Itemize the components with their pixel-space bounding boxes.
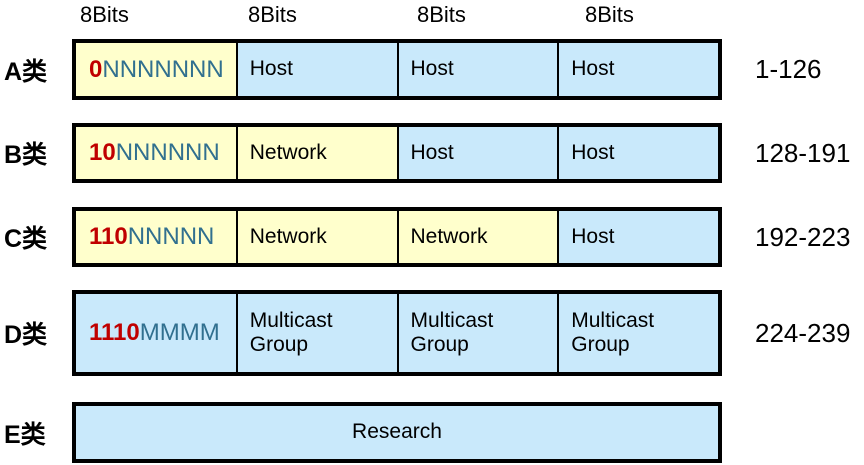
class-b-bit-prefix: 10 xyxy=(89,139,116,167)
class-c-field-cell-3: Host xyxy=(557,211,718,263)
class-b-range-label: 128-191 xyxy=(755,137,851,168)
class-d-field-cell-2: Multicast Group xyxy=(396,294,558,372)
bits-header-label-3: 8Bits xyxy=(417,2,466,27)
class-e-range-label xyxy=(755,402,860,463)
class-c-range-label: 192-223 xyxy=(755,221,851,252)
class-d-label: D类 xyxy=(4,321,48,349)
class-a-label: A类 xyxy=(4,57,48,86)
class-c-field-cell-2: Network xyxy=(396,211,558,263)
class-b-field-cell-1: Network xyxy=(235,127,397,179)
class-e-field-cell-1: Research xyxy=(76,406,718,459)
bits-header-label-2: 8Bits xyxy=(248,2,297,27)
class-b-label: B类 xyxy=(4,141,48,169)
class-d-field-cell-3: Multicast Group xyxy=(557,294,718,372)
class-c-bit-prefix: 110 xyxy=(89,223,128,251)
class-c-field-cell-1: Network xyxy=(235,211,397,263)
bits-header-label-4: 8Bits xyxy=(585,2,634,27)
class-e-label: E类 xyxy=(4,420,46,449)
bits-header-label-1: 8Bits xyxy=(80,2,129,27)
class-b-field-cell-2: Host xyxy=(396,127,558,179)
class-c-label: C类 xyxy=(4,225,48,253)
class-a-bit-prefix: 0 xyxy=(89,55,103,83)
class-d-bit-prefix: 1110 xyxy=(89,319,140,347)
class-d-range-label: 224-239 xyxy=(755,317,851,348)
class-d-field-cell-1: Multicast Group xyxy=(235,294,397,372)
class-b-bit-suffix: NNNNNN xyxy=(115,139,220,167)
class-a-field-cell-2: Host xyxy=(396,43,558,96)
class-c-bit-suffix: NNNNN xyxy=(127,223,215,251)
class-a-bit-suffix: NNNNNNN xyxy=(102,55,224,83)
class-b-field-cell-3: Host xyxy=(557,127,718,179)
class-d-bit-suffix: MMMM xyxy=(139,319,220,347)
class-e-row: Research xyxy=(72,402,722,463)
class-a-field-cell-1: Host xyxy=(235,43,397,96)
class-a-range-label: 1-126 xyxy=(755,54,822,84)
class-a-field-cell-3: Host xyxy=(557,43,718,96)
